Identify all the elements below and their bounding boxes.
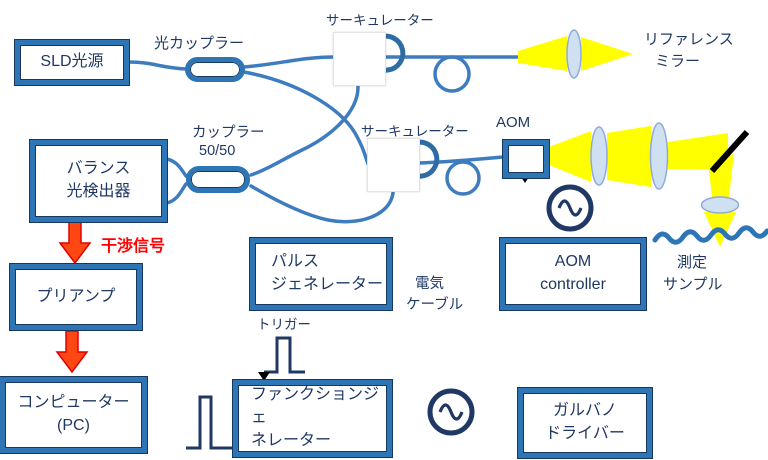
galvano-driver-box: ガルバノ ドライバー <box>517 387 653 459</box>
galvano-driver-label-line2: ドライバー <box>545 425 625 442</box>
beam-ref-expanding <box>518 36 567 71</box>
lens-sample-2 <box>649 122 669 190</box>
preamp-label: プリアンプ <box>36 287 116 305</box>
red-arrows <box>55 221 92 374</box>
fiber-circulator1-to-coupler2 <box>249 85 360 177</box>
fiber-coupler2-to-detector-top <box>165 157 188 178</box>
sample-label-line2: サンプル <box>663 276 723 293</box>
trigger-label: トリガー <box>257 317 311 332</box>
aom-box <box>502 139 550 179</box>
pulse-icon-trigger <box>264 336 305 374</box>
sample-label-line1: 測定 <box>677 254 708 271</box>
balanced-detector-label-line1: バランス <box>66 160 131 178</box>
beam-ref-converging <box>581 37 633 71</box>
light-source-box: SLD光源 <box>14 39 130 86</box>
coupler2-component <box>186 166 250 193</box>
preamp-box: プリアンプ <box>9 263 143 331</box>
beam-lens-to-lens <box>607 126 651 187</box>
aom-label: AOM <box>496 114 531 131</box>
beam-aom-to-lens <box>549 131 591 182</box>
light-source-label: SLD光源 <box>40 53 104 71</box>
interference-signal-label: 干渉信号 <box>101 238 166 255</box>
coupler1-component <box>185 57 245 82</box>
balanced-detector-label-line2: 光検出器 <box>66 183 131 200</box>
fiber-paths <box>127 55 519 224</box>
aom-controller-box: AOM controller <box>499 237 647 311</box>
reference-mirror-label-line2: ミラー <box>655 53 701 70</box>
oscillator-icon-aom <box>546 184 594 232</box>
galvano-mirror <box>709 129 750 174</box>
coupler2-label-line1: カップラー <box>192 125 265 141</box>
pulse-generator-label-line2: ジェネレーター <box>271 276 384 293</box>
lens-reference <box>566 29 582 79</box>
computer-label-line2: (PC) <box>57 417 90 434</box>
galvano-driver-label-line1: ガルバノ <box>552 402 617 420</box>
cable-label-line2: ケーブル <box>406 297 464 313</box>
aom-controller-label-line1: AOM <box>554 253 592 271</box>
fiber-loop-icon-bottom <box>445 160 481 196</box>
pulse-icons <box>186 336 305 450</box>
circulator1-component <box>333 32 386 86</box>
function-generator-box: ファンクションジェ ネレーター <box>232 379 393 458</box>
circulator1-label: サーキュレーター <box>326 13 434 28</box>
fiber-loop-icon-top <box>433 55 471 93</box>
pulse-icon-funcgen <box>186 395 232 450</box>
fiber-source-to-coupler1 <box>127 60 188 71</box>
circulator2-component <box>367 138 420 192</box>
function-generator-label-line1: ファンクションジェ <box>251 386 380 427</box>
arrow-into-function-generator <box>258 372 270 381</box>
fiber-coupler1-to-circulator2 <box>242 70 370 166</box>
computer-box: コンピューター (PC) <box>0 376 148 454</box>
pulse-generator-label-line1: パルス <box>271 253 320 271</box>
cable-label-line1: 電気 <box>415 276 444 292</box>
oscillator-icon-galvano <box>427 388 475 436</box>
lens-sample-1 <box>590 126 608 186</box>
function-generator-label-line2: ネレーター <box>251 431 332 449</box>
fiber-circulator2-to-coupler2 <box>249 184 395 224</box>
reference-mirror-label-line1: リファレンス <box>644 31 734 48</box>
pulse-generator-box: パルス ジェネレーター <box>249 237 393 311</box>
circulator2-label: サーキュレーター <box>361 124 469 139</box>
fiber-coupler1-to-circulator1 <box>242 55 336 69</box>
fiber-loops <box>433 55 481 196</box>
arrow-preamp-to-computer <box>55 330 89 374</box>
coupler2-label-line2: 50/50 <box>199 143 236 159</box>
lens-objective <box>700 196 740 214</box>
computer-label-line1: コンピューター <box>17 394 130 412</box>
fiber-circulator2-to-aom <box>418 155 505 165</box>
coupler1-label: 光カップラー <box>154 35 245 52</box>
sample-surface-wave <box>652 225 768 245</box>
balanced-detector-box: バランス 光検出器 <box>29 139 168 223</box>
beams <box>518 36 736 247</box>
fiber-coupler2-to-detector-bottom <box>165 182 188 205</box>
lenses <box>566 29 740 214</box>
arrow-detector-to-preamp <box>58 221 92 265</box>
aom-controller-label-line2: controller <box>540 276 606 293</box>
